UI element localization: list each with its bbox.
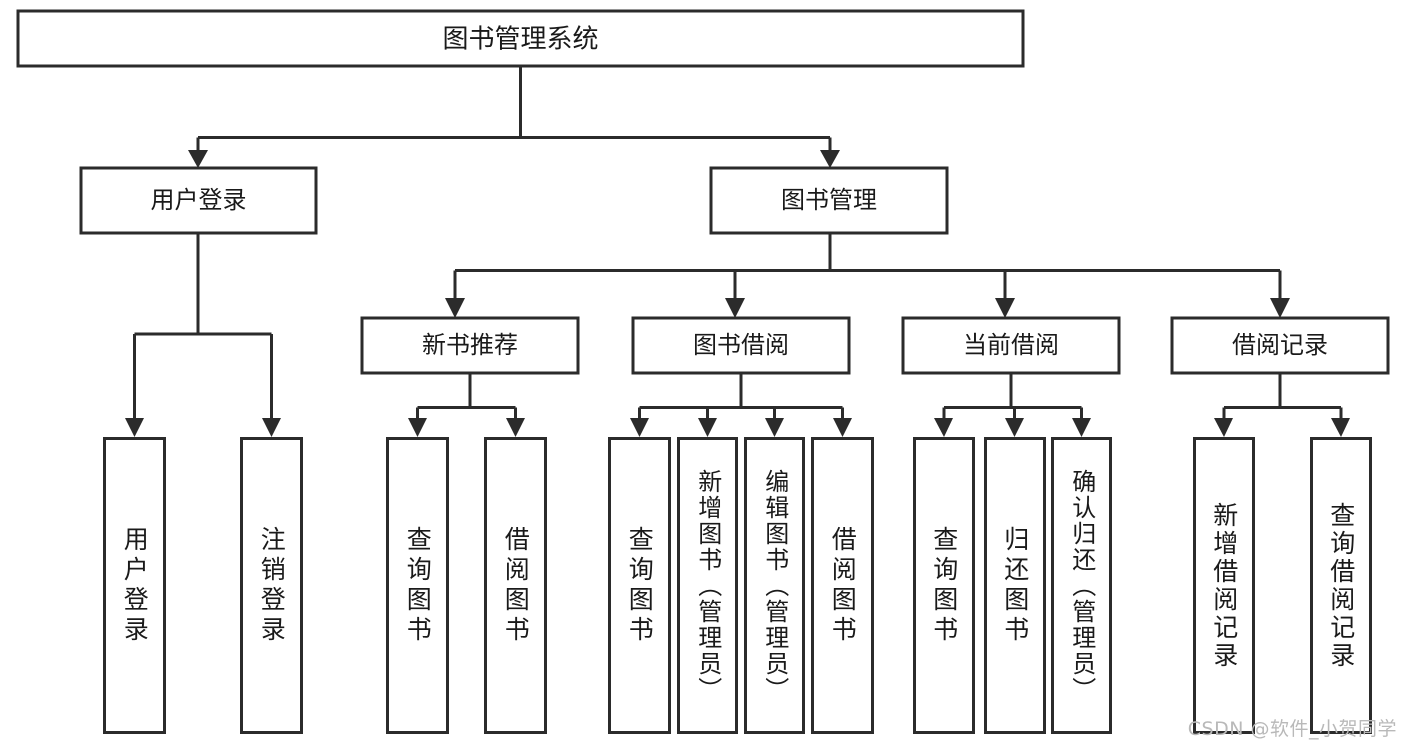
leaf-return-book-label: 归还图书	[1000, 525, 1030, 646]
arrow-to-book-manage	[820, 150, 840, 168]
leaf-add-book-admin[interactable]: 新增图书（管理员）	[677, 437, 738, 734]
leaf-add-borrow-record-label: 新增借阅记录	[1209, 501, 1239, 670]
arrow-to-book-borrow	[725, 298, 745, 318]
arrow-leaf-add-record	[1214, 418, 1233, 437]
leaf-confirm-return-admin-label: 确认归还（管理员）	[1067, 468, 1096, 703]
node-book-borrow[interactable]: 图书借阅	[631, 316, 851, 375]
arrow-leaf-query-book-3	[934, 418, 953, 437]
leaf-edit-book-admin[interactable]: 编辑图书（管理员）	[744, 437, 805, 734]
node-book-borrow-label: 图书借阅	[693, 331, 789, 359]
node-book-borrow-box[interactable]	[631, 316, 851, 375]
leaf-query-book-current[interactable]: 查询图书	[913, 437, 975, 734]
leaf-query-borrow-record[interactable]: 查询借阅记录	[1310, 437, 1372, 734]
leaf-edit-book-admin-label: 编辑图书（管理员）	[760, 468, 789, 703]
leaf-logout-login[interactable]: 注销登录	[240, 437, 303, 734]
node-current-borrow-box[interactable]	[901, 316, 1121, 375]
root-node[interactable]: 图书管理系统	[16, 9, 1025, 68]
leaf-borrow-book-borrow-label: 借阅图书	[828, 525, 858, 646]
node-borrow-record-box[interactable]	[1170, 316, 1390, 375]
leaf-user-login[interactable]: 用户登录	[103, 437, 166, 734]
leaf-confirm-return-admin[interactable]: 确认归还（管理员）	[1051, 437, 1112, 734]
arrow-leaf-edit-book	[765, 418, 784, 437]
arrow-leaf-add-book	[698, 418, 717, 437]
edges-layer	[125, 66, 1350, 437]
node-book-management[interactable]: 图书管理	[709, 166, 949, 235]
node-user-login[interactable]: 用户登录	[79, 166, 318, 235]
root-node-label: 图书管理系统	[442, 25, 598, 55]
arrow-to-user-login	[188, 150, 208, 168]
node-user-login-box[interactable]	[79, 166, 318, 235]
node-current-borrow[interactable]: 当前借阅	[901, 316, 1121, 375]
leaf-query-book-newbook-label: 查询图书	[403, 525, 433, 646]
leaf-query-book-current-label: 查询图书	[929, 525, 959, 646]
node-new-book-recommend-box[interactable]	[360, 316, 580, 375]
arrow-leaf-confirm-return	[1072, 418, 1091, 437]
arrow-leaf-user-login	[125, 418, 144, 437]
arrow-leaf-return-book	[1005, 418, 1024, 437]
leaf-borrow-book-newbook-label: 借阅图书	[501, 525, 531, 646]
leaf-add-book-admin-label: 新增图书（管理员）	[693, 468, 722, 703]
node-borrow-record[interactable]: 借阅记录	[1170, 316, 1390, 375]
leaf-query-borrow-record-label: 查询借阅记录	[1326, 501, 1356, 670]
node-new-book-recommend[interactable]: 新书推荐	[360, 316, 580, 375]
node-book-management-label: 图书管理	[781, 186, 877, 214]
leaf-borrow-book-newbook[interactable]: 借阅图书	[484, 437, 547, 734]
node-current-borrow-label: 当前借阅	[963, 331, 1059, 359]
arrow-leaf-query-book-2	[630, 418, 649, 437]
leaf-query-book-borrow[interactable]: 查询图书	[608, 437, 671, 734]
leaf-add-borrow-record[interactable]: 新增借阅记录	[1193, 437, 1255, 734]
leaf-borrow-book-borrow[interactable]: 借阅图书	[811, 437, 874, 734]
leaf-query-book-borrow-label: 查询图书	[625, 525, 655, 646]
arrow-leaf-borrow-book-2	[833, 418, 852, 437]
arrow-to-borrow-record	[1270, 298, 1290, 318]
leaf-return-book[interactable]: 归还图书	[984, 437, 1046, 734]
leaf-logout-login-label: 注销登录	[257, 525, 287, 646]
leaf-query-book-newbook[interactable]: 查询图书	[386, 437, 449, 734]
arrow-to-current-borrow	[995, 298, 1015, 318]
node-borrow-record-label: 借阅记录	[1232, 331, 1328, 359]
arrow-leaf-query-record	[1331, 418, 1350, 437]
node-user-login-label: 用户登录	[151, 186, 247, 214]
csdn-watermark: CSDN @软件_小贺同学	[1187, 718, 1397, 740]
root-node-box[interactable]	[16, 9, 1025, 68]
leaf-user-login-label: 用户登录	[120, 525, 150, 646]
arrow-leaf-logout-login	[262, 418, 281, 437]
arrow-leaf-borrow-book-1	[506, 418, 525, 437]
arrow-leaf-query-book-1	[408, 418, 427, 437]
arrow-to-new-book-rec	[445, 298, 465, 318]
node-new-book-recommend-label: 新书推荐	[422, 331, 518, 359]
node-book-management-box[interactable]	[709, 166, 949, 235]
